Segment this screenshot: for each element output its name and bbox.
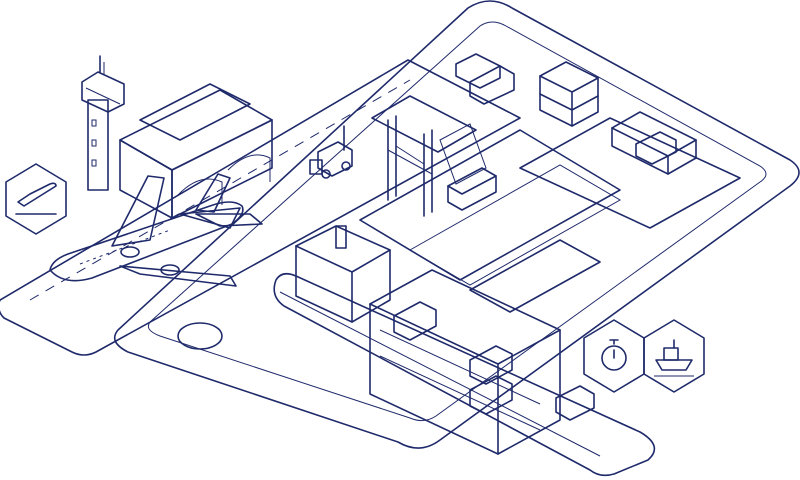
- ship-badge: [643, 319, 705, 393]
- yard-truck: [455, 53, 515, 105]
- stopwatch-icon: [601, 339, 627, 371]
- container-yard: [359, 117, 741, 313]
- timer-badge: [583, 319, 645, 393]
- cargo-ship: [273, 225, 656, 477]
- forklift: [309, 125, 353, 179]
- airplane: [49, 173, 263, 287]
- container-stack-large: [539, 61, 599, 127]
- plane-departure-icon: [15, 182, 57, 215]
- gantry-crane: [371, 95, 497, 217]
- home-button: [177, 322, 223, 350]
- flight-badge: [5, 163, 67, 235]
- container-stack-small: [611, 111, 697, 175]
- control-tower: [81, 55, 125, 191]
- runway: [0, 59, 521, 356]
- tablet-device: [113, 0, 800, 449]
- ship-anchor-icon: [654, 339, 694, 377]
- airport-terminal: [119, 83, 273, 219]
